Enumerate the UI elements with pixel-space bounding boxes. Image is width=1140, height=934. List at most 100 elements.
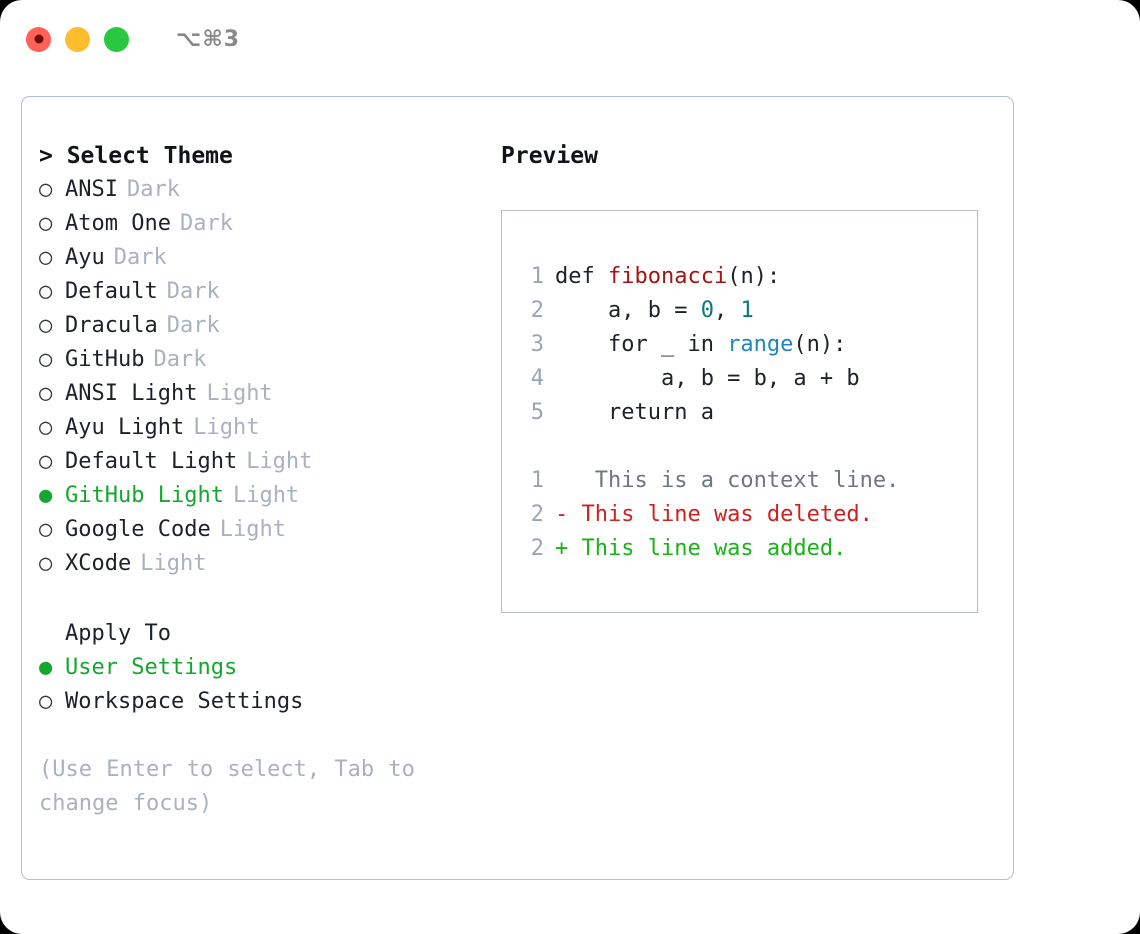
theme-option-variant: Dark — [113, 245, 167, 270]
theme-option-variant: Light — [193, 415, 260, 440]
apply-to-list: ●User Settings ○ Workspace Settings — [39, 651, 489, 719]
diff-line-text-add: + This line was added. — [555, 536, 847, 561]
diff-sample: 1 This is a context line. 2 - This line wa… — [519, 464, 977, 566]
radio-selected-icon: ● — [39, 483, 53, 508]
diff-line-text-ctx: This is a context line. — [555, 468, 900, 493]
traffic-lights — [26, 26, 129, 52]
theme-option-variant: Dark — [153, 347, 207, 372]
keyboard-shortcut-label: ⌥⌘3 — [176, 26, 241, 52]
code-line-text: def fibonacci(n): — [555, 260, 780, 294]
titlebar: ⌥⌘3 — [0, 0, 1140, 78]
code-token-plain: for _ in — [555, 332, 728, 357]
apply-to-option[interactable]: ●User Settings — [39, 651, 489, 685]
theme-option-name: Atom One — [65, 211, 171, 236]
theme-option-name: ANSI Light — [65, 381, 198, 406]
diff-line-text-del: - This line was deleted. — [555, 502, 873, 527]
theme-option-name: Ayu Light — [65, 415, 185, 440]
theme-option-variant: Dark — [166, 313, 220, 338]
theme-option[interactable]: ● GitHub Light Light — [39, 479, 489, 513]
apply-to-option-name: User Settings — [65, 655, 238, 680]
apply-to-option[interactable]: ○ Workspace Settings — [39, 685, 489, 719]
radio-unselected-icon: ○ — [39, 449, 53, 474]
theme-option-name: Default — [65, 279, 158, 304]
theme-option-name: GitHub Light — [65, 483, 224, 508]
theme-option-name: Default Light — [65, 449, 238, 474]
code-token-num: 0 — [700, 298, 714, 323]
theme-option-variant: Light — [140, 551, 207, 576]
code-token-plain: a, b = — [555, 298, 701, 323]
theme-option[interactable]: ○ Default Light Light — [39, 445, 489, 479]
radio-unselected-icon: ○ — [39, 689, 53, 714]
radio-unselected-icon: ○ — [39, 347, 53, 372]
code-line: 3 for _ in range(n): — [519, 328, 977, 362]
code-token-builtin: range — [727, 332, 794, 357]
theme-option-variant: Dark — [126, 177, 180, 202]
code-token-plain: a, b = b, a + b — [555, 366, 860, 391]
select-theme-heading: > Select Theme — [39, 143, 233, 169]
preview-heading: Preview — [501, 143, 598, 169]
code-line-text: for _ in range(n): — [555, 328, 846, 362]
line-number: 2 — [530, 502, 544, 527]
diff-line: 2 + This line was added. — [519, 532, 977, 566]
theme-option-name: ANSI — [65, 177, 118, 202]
radio-unselected-icon: ○ — [39, 381, 53, 406]
maximize-button[interactable] — [104, 26, 129, 52]
radio-unselected-icon: ○ — [39, 211, 53, 236]
line-number: 1 — [530, 468, 544, 493]
line-number: 3 — [530, 332, 544, 357]
theme-option-variant: Light — [206, 381, 273, 406]
diff-spacer — [519, 430, 977, 464]
line-number: 4 — [530, 366, 544, 391]
code-token-func: fibonacci — [607, 264, 728, 289]
code-line: 4 a, b = b, a + b — [519, 362, 977, 396]
theme-option[interactable]: ○ GitHub Dark — [39, 343, 489, 377]
code-token-plain: (n): — [727, 264, 781, 289]
code-token-plain: return a — [555, 400, 714, 425]
theme-option-name: Dracula — [65, 313, 158, 338]
code-token-num: 1 — [740, 298, 754, 323]
theme-option-variant: Light — [232, 483, 300, 508]
theme-option-name: GitHub — [65, 347, 145, 372]
theme-option-name: Google Code — [65, 517, 211, 542]
theme-option[interactable]: ○ Atom One Dark — [39, 207, 489, 241]
close-button[interactable] — [26, 26, 51, 52]
line-number: 1 — [530, 264, 544, 289]
code-line: 5 return a — [519, 396, 977, 430]
minimize-button[interactable] — [65, 26, 90, 52]
theme-option[interactable]: ○ XCode Light — [39, 547, 489, 581]
theme-option[interactable]: ○ ANSI Dark — [39, 173, 489, 207]
apply-to-option-name: Workspace Settings — [65, 689, 304, 714]
code-line: 1 def fibonacci(n): — [519, 260, 977, 294]
keyboard-hint: (Use Enter to select, Tab to change focu… — [39, 757, 415, 816]
code-line-text: a, b = 0, 1 — [555, 294, 754, 328]
line-number: 2 — [530, 536, 544, 561]
theme-option-variant: Dark — [166, 279, 220, 304]
line-number: 5 — [530, 400, 544, 425]
diff-line: 1 This is a context line. — [519, 464, 977, 498]
radio-unselected-icon: ○ — [39, 551, 53, 576]
code-token-plain: , — [713, 298, 741, 323]
theme-option-variant: Dark — [179, 211, 233, 236]
apply-to-spacer — [39, 581, 489, 617]
radio-unselected-icon: ○ — [39, 177, 53, 202]
theme-option[interactable]: ○ ANSI Light Light — [39, 377, 489, 411]
code-line-text: return a — [555, 396, 714, 430]
diff-line: 2 - This line was deleted. — [519, 498, 977, 532]
line-number: 2 — [530, 298, 544, 323]
theme-option-name: XCode — [65, 551, 132, 576]
theme-option-variant: Light — [219, 517, 286, 542]
theme-option-variant: Light — [246, 449, 313, 474]
hint-spacer — [39, 719, 489, 753]
code-line-text: a, b = b, a + b — [555, 362, 860, 396]
